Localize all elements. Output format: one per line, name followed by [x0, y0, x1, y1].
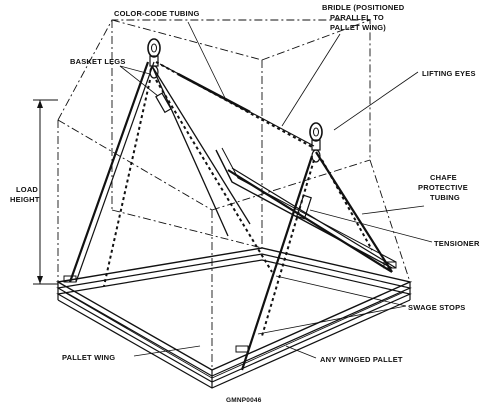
bridle	[159, 63, 315, 147]
label-load-height-1: LOAD	[16, 185, 38, 194]
lifting-eye-left	[147, 38, 161, 79]
label-lifting-eyes: LIFTING EYES	[422, 69, 476, 78]
label-bridle-2: PARALLEL TO	[330, 13, 384, 22]
label-tensioner: TENSIONER	[434, 239, 480, 248]
swage-stops	[63, 261, 397, 353]
load-outline-box	[57, 19, 411, 370]
label-figure-code: GMNP0046	[226, 397, 262, 404]
basket-legs	[68, 61, 397, 371]
leader-lines	[119, 21, 433, 359]
tensioner	[155, 92, 312, 220]
label-chafe-2: PROTECTIVE	[418, 183, 468, 192]
label-swage-stops: SWAGE STOPS	[408, 303, 466, 312]
label-chafe-1: CHAFE	[430, 173, 457, 182]
label-any-winged-pallet: ANY WINGED PALLET	[320, 355, 403, 364]
label-color-code-tubing: COLOR-CODE TUBING	[114, 9, 199, 18]
label-bridle-1: BRIDLE (POSITIONED	[322, 3, 405, 12]
load-height-dimension	[33, 99, 58, 285]
label-pallet-wing: PALLET WING	[62, 353, 115, 362]
labels: COLOR-CODE TUBING BRIDLE (POSITIONED PAR…	[10, 3, 480, 404]
chafe-tubing	[215, 147, 397, 269]
label-load-height-2: HEIGHT	[10, 195, 40, 204]
label-chafe-3: TUBING	[430, 193, 460, 202]
label-basket-legs: BASKET LEGS	[70, 57, 126, 66]
pallet	[55, 247, 413, 389]
lifting-eye-right	[309, 122, 323, 163]
chains	[103, 61, 373, 337]
label-bridle-3: PALLET WING)	[330, 23, 386, 32]
